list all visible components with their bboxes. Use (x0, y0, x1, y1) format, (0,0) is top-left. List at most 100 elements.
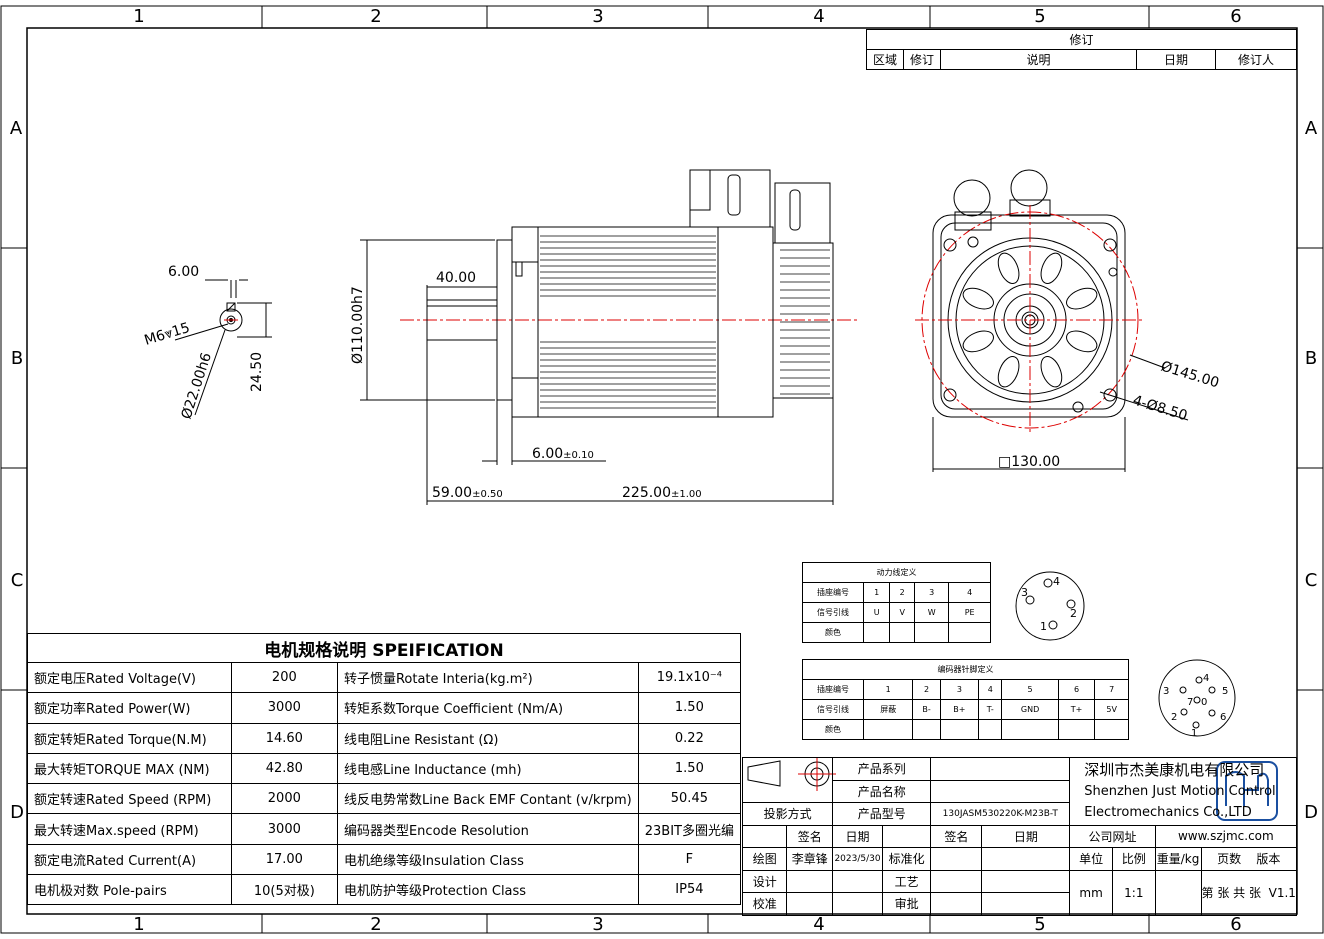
tb-blank (786, 892, 834, 916)
tb-blank (881, 824, 932, 848)
pin-label: 5 (1222, 686, 1228, 697)
tb-label: 日期 (832, 824, 883, 848)
spoke-slot (1066, 287, 1098, 310)
tb-blank (930, 869, 983, 893)
spec-label: 电机防护等级Protection Class (336, 874, 639, 906)
color-cell (1094, 719, 1129, 740)
spec-value: IP54 (637, 874, 742, 906)
encoder-table-title: 编码器针脚定义 (802, 659, 1129, 680)
tb-label: 公司网址 (1069, 824, 1156, 848)
signal-cell: V (889, 602, 916, 623)
spec-value: 3000 (230, 813, 338, 845)
col-label: 2 (370, 6, 381, 27)
tb-label: 产品系列 (832, 757, 932, 781)
encoder-pin-table: 编码器针脚定义 插座编号 1 2 3 4 5 6 7 信号引线 屏蔽 B- B+… (802, 659, 1129, 740)
spec-label: 电机绝缘等级Insulation Class (336, 843, 639, 876)
tb-blank (832, 869, 883, 893)
pin-cell: 2 (889, 582, 916, 603)
dim-shaft-diameter: Ø22.00h6 (179, 351, 216, 422)
motor-fins (540, 235, 830, 409)
tb-label: 产品型号 (832, 802, 932, 826)
spec-value: 10(5对极) (230, 874, 338, 906)
pin-label: 7 (1187, 697, 1193, 708)
color-cell (889, 622, 916, 643)
table-row: 额定功率Rated Power(W) 3000 转矩系数Torque Coeff… (27, 692, 742, 724)
spec-value: 1.50 (637, 692, 742, 724)
spec-value: 1.50 (637, 752, 742, 785)
row-label: B (1305, 348, 1317, 369)
tb-label: 审批 (881, 892, 932, 916)
row-label: 信号引线 (802, 602, 864, 623)
tb-label: 设计 (741, 869, 788, 893)
revision-table: 修订 区域 修订 说明 日期 修订人 (866, 29, 1297, 70)
table-row: 额定转速Rated Speed (RPM) 2000 线反电势常数Line Ba… (27, 783, 742, 815)
spoke-slot (1066, 330, 1098, 353)
spec-label: 转矩系数Torque Coefficient (Nm/A) (336, 692, 639, 724)
side-view-dimlines (360, 239, 834, 505)
tb-label: 页数 版本 (1200, 847, 1297, 871)
row-label: B (11, 348, 23, 369)
drawing-frame (0, 5, 1324, 934)
dim-key-length: 40.00 (436, 270, 476, 286)
dim-shaft-length: 59.00±0.50 (432, 485, 503, 501)
tb-label: 产品名称 (832, 779, 932, 803)
unit-value: mm (1069, 869, 1113, 916)
table-row: 额定电流Rated Current(A) 17.00 电机绝缘等级Insulat… (27, 843, 742, 876)
signal-cell: GND (1001, 699, 1059, 720)
col-label: 4 (813, 6, 824, 27)
motor-front-view (915, 169, 1189, 472)
tb-label: 比例 (1111, 847, 1156, 871)
spec-label: 额定功率Rated Power(W) (27, 692, 232, 724)
signal-cell: T- (978, 699, 1003, 720)
tb-label: 重量/kg (1154, 847, 1202, 871)
ratio-value: 1:1 (1111, 869, 1156, 916)
dim-key-height: 24.50 (249, 352, 265, 392)
pin-cell: 4 (978, 679, 1003, 700)
row-label: 插座编号 (802, 582, 864, 603)
table-row: 电机极对数 Pole-pairs 10(5对极) 电机防护等级Protectio… (27, 874, 742, 906)
pin-label: 1 (1040, 620, 1047, 633)
col-label: 3 (592, 914, 603, 935)
front-view-spokes (962, 252, 1098, 388)
signal-cell: B- (912, 699, 941, 720)
col-label: 2 (370, 914, 381, 935)
pin-label: 2 (1171, 712, 1177, 723)
dim-thread: M6⩔15 (142, 320, 191, 349)
spec-label: 额定转速Rated Speed (RPM) (27, 783, 232, 815)
spec-label: 最大转速Max.speed (RPM) (27, 813, 232, 845)
side-view-dims: 40.00 Ø110.00h7 6.00±0.10 59.00±0.50 225… (350, 270, 702, 501)
drawn-date: 2023/5/30 (832, 847, 883, 871)
col-label: 1 (133, 6, 144, 27)
spec-label: 额定电压Rated Voltage(V) (27, 661, 232, 694)
title-block: 产品系列 深圳市杰美康机电有限公司 Shenzhen Just Motion C… (741, 757, 1298, 916)
tb-blank (981, 892, 1071, 916)
tb-blank (832, 892, 883, 916)
signal-cell: 5V (1094, 699, 1129, 720)
spec-label: 额定转矩Rated Torque(N.M) (27, 722, 232, 754)
color-cell (914, 622, 950, 643)
row-label: 颜色 (802, 719, 864, 740)
pin-label: 6 (1220, 712, 1226, 723)
frame-labels: 1 2 3 4 5 6 1 2 3 4 5 6 A B C D A B C D (10, 6, 1318, 935)
spec-value: 0.22 (637, 722, 742, 754)
tb-label: 绘图 (741, 847, 788, 871)
revision-title: 修订 (866, 29, 1297, 50)
tb-label: 标准化 (881, 847, 932, 871)
spec-label: 线反电势常数Line Back EMF Contant (v/krpm) (336, 783, 639, 815)
col-label: 5 (1034, 6, 1045, 27)
tb-label: 工艺 (881, 869, 932, 893)
power-wire-table: 动力线定义 插座编号 1 2 3 4 信号引线 U V W PE 颜色 (802, 562, 991, 643)
color-cell (1057, 719, 1096, 740)
tb-blank (981, 847, 1071, 871)
spoke-slot (962, 287, 994, 310)
specification-table: 电机规格说明 SPEIFICATION 额定电压Rated Voltage(V)… (27, 633, 742, 906)
spec-label: 额定电流Rated Current(A) (27, 843, 232, 876)
spec-value: 17.00 (230, 843, 338, 876)
tb-label: 单位 (1069, 847, 1113, 871)
row-label: 插座编号 (802, 679, 864, 700)
col-label: 6 (1230, 6, 1241, 27)
pin-label: 0 (1201, 697, 1207, 708)
tb-blank (786, 869, 834, 893)
projection-cell (741, 757, 834, 803)
dim-body-length: 225.00±1.00 (622, 485, 702, 501)
